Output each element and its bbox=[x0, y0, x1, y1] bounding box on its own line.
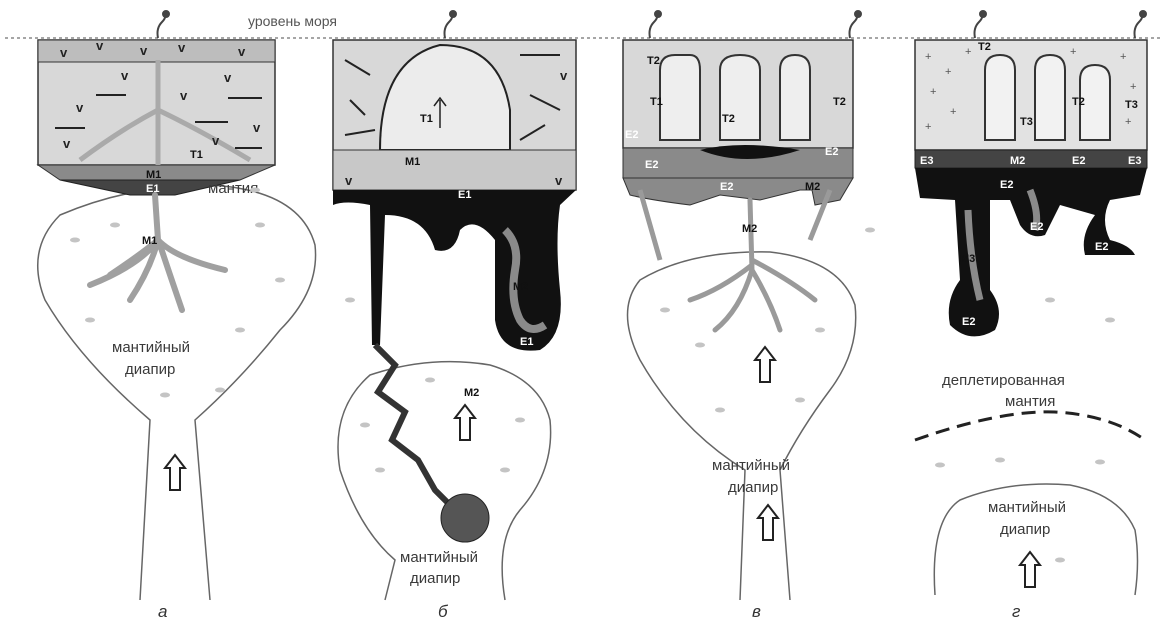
panel-a-label-t1: T1 bbox=[190, 149, 203, 161]
panel-c-label-m2-b: M2 bbox=[742, 223, 757, 235]
svg-text:+: + bbox=[930, 86, 936, 98]
svg-text:+: + bbox=[945, 66, 951, 78]
panel-a-label-mantle: мантия bbox=[208, 180, 258, 197]
panel-c-label-t2-c: T2 bbox=[833, 96, 846, 108]
panel-d-depleted-boundary bbox=[915, 412, 1145, 440]
svg-text:v: v bbox=[224, 70, 232, 85]
panel-d-label-e3-a: E3 bbox=[920, 155, 933, 167]
panel-b-label-m2-diapir: M2 bbox=[464, 387, 479, 399]
svg-text:v: v bbox=[63, 136, 71, 151]
panel-d-label-t3-a: T3 bbox=[1020, 116, 1033, 128]
panel-b-diapir-label-2: диапир bbox=[410, 570, 460, 587]
svg-text:v: v bbox=[253, 120, 261, 135]
panel-d-crust bbox=[915, 40, 1147, 150]
panel-a-letter: а bbox=[158, 602, 167, 621]
panel-b-letter: б bbox=[438, 602, 449, 621]
panel-b-label-m2-side: M2 bbox=[513, 281, 528, 293]
panel-d-diapir-label-1: мантийный bbox=[988, 499, 1066, 516]
panel-c-label-e2-c: E2 bbox=[720, 181, 733, 193]
panel-d-label-m3: M3 bbox=[960, 253, 975, 265]
panel-c-diapir bbox=[628, 252, 856, 600]
svg-text:v: v bbox=[178, 40, 186, 55]
panel-a-label-e1: E1 bbox=[146, 183, 159, 195]
svg-text:v: v bbox=[140, 43, 148, 58]
up-arrow-icon bbox=[755, 347, 775, 382]
svg-text:v: v bbox=[60, 45, 68, 60]
svg-text:+: + bbox=[1130, 81, 1136, 93]
panel-d-label-e2-e: E2 bbox=[962, 316, 975, 328]
panel-d-depleted-label-2: мантия bbox=[1005, 393, 1055, 410]
svg-text:+: + bbox=[1120, 51, 1126, 63]
panel-d-letter: г bbox=[1012, 602, 1020, 621]
svg-text:+: + bbox=[1070, 46, 1076, 58]
panel-a: vvv vv vvv vvv v T1 M1 E1 мантия M1 мант… bbox=[38, 38, 316, 621]
panel-d-label-e2-c: E2 bbox=[1030, 221, 1043, 233]
panel-c-label-m2-a: M2 bbox=[805, 181, 820, 193]
svg-text:v: v bbox=[555, 173, 563, 188]
panel-c-label-e2-a: E2 bbox=[625, 129, 638, 141]
svg-text:+: + bbox=[925, 51, 931, 63]
svg-text:v: v bbox=[238, 44, 246, 59]
svg-text:+: + bbox=[950, 106, 956, 118]
panel-d-depleted-label-1: деплетированная bbox=[942, 372, 1065, 389]
up-arrow-icon bbox=[1020, 552, 1040, 587]
panel-c-label-e2-d: E2 bbox=[825, 146, 838, 158]
panel-d-label-t2-b: T2 bbox=[1072, 96, 1085, 108]
panel-d-label-e2-d: E2 bbox=[1095, 241, 1108, 253]
up-arrow-icon bbox=[165, 455, 185, 490]
panel-d-label-m2: M2 bbox=[1010, 155, 1025, 167]
svg-text:v: v bbox=[96, 38, 104, 53]
panel-a-label-m1-bottom: M1 bbox=[142, 235, 157, 247]
panel-b: v v v T1 M1 E1 M2 E1 M2 мантийный диапир б bbox=[333, 40, 576, 621]
panel-d-label-t2-a: T2 bbox=[978, 41, 991, 53]
svg-text:v: v bbox=[212, 133, 220, 148]
panel-a-label-m1-top: M1 bbox=[146, 169, 161, 181]
panel-c-letter: в bbox=[752, 602, 761, 621]
panel-b-melt-blob bbox=[441, 494, 489, 542]
panel-c-label-t2-b: T2 bbox=[722, 113, 735, 125]
svg-text:v: v bbox=[76, 100, 84, 115]
panel-c-diapir-label-2: диапир bbox=[728, 479, 778, 496]
panel-b-label-e1-top: E1 bbox=[458, 189, 471, 201]
panel-d: ++++ ++++ ++ T2 T2 T3 T3 E3 M2 E2 E3 E2 … bbox=[915, 40, 1147, 621]
sea-level-label: уровень моря bbox=[248, 13, 337, 29]
panel-b-label-e1-bottom: E1 bbox=[520, 336, 533, 348]
svg-text:+: + bbox=[1125, 116, 1131, 128]
panel-a-diapir-label-1: мантийный bbox=[112, 339, 190, 356]
svg-text:+: + bbox=[965, 46, 971, 58]
panel-c-label-t1: T1 bbox=[650, 96, 663, 108]
panel-b-label-t1: T1 bbox=[420, 113, 433, 125]
svg-text:v: v bbox=[560, 68, 568, 83]
panel-d-label-e3-b: E3 bbox=[1128, 155, 1141, 167]
up-arrow-icon bbox=[455, 405, 475, 440]
panel-a-diapir-label-2: диапир bbox=[125, 361, 175, 378]
panel-b-label-m1: M1 bbox=[405, 156, 420, 168]
svg-text:v: v bbox=[345, 173, 353, 188]
svg-text:v: v bbox=[121, 68, 129, 83]
panel-d-diapir-label-2: диапир bbox=[1000, 521, 1050, 538]
panel-d-label-e2-a: E2 bbox=[1072, 155, 1085, 167]
panel-d-label-e2-b: E2 bbox=[1000, 179, 1013, 191]
panel-b-diapir-label-1: мантийный bbox=[400, 549, 478, 566]
up-arrow-icon bbox=[758, 505, 778, 540]
svg-text:+: + bbox=[925, 121, 931, 133]
panel-d-label-t3-b: T3 bbox=[1125, 99, 1138, 111]
panel-a-diapir bbox=[38, 185, 316, 600]
panel-c-label-t2-a: T2 bbox=[647, 55, 660, 67]
svg-text:v: v bbox=[180, 88, 188, 103]
panel-c-diapir-label-1: мантийный bbox=[712, 457, 790, 474]
panel-c-label-e2-b: E2 bbox=[645, 159, 658, 171]
